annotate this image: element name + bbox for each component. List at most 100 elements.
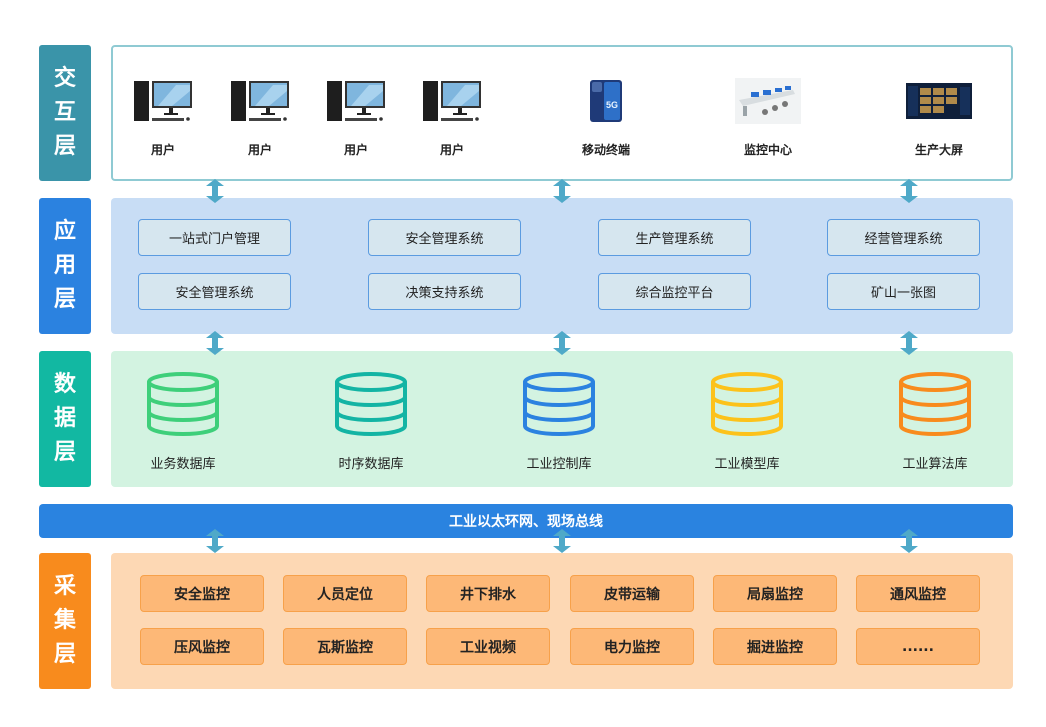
app-system-decision[interactable]: 决策支持系统	[368, 273, 521, 310]
collect-safety-monitoring[interactable]: 安全监控	[140, 575, 264, 612]
double-arrow-icon	[205, 179, 225, 203]
mobile-phone-icon: 5G	[551, 75, 661, 127]
collect-personnel-positioning[interactable]: 人员定位	[283, 575, 407, 612]
app-system-safety[interactable]: 安全管理系统	[368, 219, 521, 256]
database-icon-stroke	[335, 372, 407, 392]
database-timeseries: 时序数据库	[311, 371, 431, 472]
database-label: 工业算法库	[902, 457, 968, 472]
database-icon-stroke	[335, 382, 407, 436]
device-label: 用户	[439, 143, 464, 157]
application-layer-panel: 一站式门户管理 安全管理系统 生产管理系统 经营管理系统 安全管理系统 决策支持…	[111, 198, 1013, 334]
label-char: 用	[53, 253, 76, 278]
collect-compressed-air[interactable]: 压风监控	[140, 628, 264, 665]
label-char: 层	[53, 134, 76, 159]
desktop-computer-icon	[397, 75, 507, 127]
database-icon-stroke	[335, 411, 407, 422]
device-control-center: 监控中心	[713, 75, 823, 158]
app-system-portal[interactable]: 一站式门户管理	[138, 219, 291, 256]
label-char: 互	[53, 100, 76, 125]
database-icon-stroke	[711, 396, 783, 407]
desktop-computer-icon	[108, 75, 218, 127]
double-arrow-icon	[205, 331, 225, 355]
app-system-business[interactable]: 经营管理系统	[827, 219, 980, 256]
collect-industrial-video[interactable]: 工业视频	[426, 628, 550, 665]
database-icon-stroke	[899, 382, 971, 436]
device-user-2: 用户	[205, 75, 315, 158]
database-business: 业务数据库	[123, 371, 243, 472]
svg-text:5G: 5G	[606, 100, 618, 110]
database-icon-stroke	[147, 396, 219, 407]
device-label: 用户	[343, 143, 368, 157]
label-char: 数	[53, 372, 76, 397]
collect-local-fan[interactable]: 局扇监控	[713, 575, 837, 612]
database-icon-stroke	[899, 372, 971, 392]
app-system-mine-map[interactable]: 矿山一张图	[827, 273, 980, 310]
double-arrow-icon	[899, 331, 919, 355]
layer-label-collection: 采 集 层	[39, 553, 91, 689]
database-icon-stroke	[711, 372, 783, 392]
database-icon-stroke	[523, 372, 595, 392]
database-icon-stroke	[147, 411, 219, 422]
device-label: 用户	[150, 143, 175, 157]
database-icon-stroke	[711, 382, 783, 436]
database-icon-stroke	[523, 411, 595, 422]
database-icon	[147, 372, 219, 436]
database-icon-stroke	[523, 382, 595, 436]
device-production-screen: 生产大屏	[884, 75, 994, 158]
label-char: 层	[53, 287, 76, 312]
double-arrow-icon	[205, 529, 225, 553]
desktop-computer-icon	[301, 75, 411, 127]
layer-label-interaction: 交 互 层	[39, 45, 91, 181]
label-char: 层	[53, 642, 76, 667]
database-icon	[899, 372, 971, 436]
collect-more[interactable]: ......	[856, 628, 980, 665]
database-label: 工业控制库	[526, 457, 592, 472]
database-icon-stroke	[147, 382, 219, 436]
device-label: 用户	[247, 143, 272, 157]
database-icon-stroke	[899, 396, 971, 407]
label-char: 应	[53, 219, 76, 244]
label-char: 采	[53, 574, 76, 599]
database-label: 时序数据库	[338, 457, 404, 472]
device-mobile: 5G 移动终端	[551, 75, 661, 158]
database-icon	[711, 372, 783, 436]
collect-gas-monitoring[interactable]: 瓦斯监控	[283, 628, 407, 665]
app-system-safety-2[interactable]: 安全管理系统	[138, 273, 291, 310]
collection-layer-panel: 安全监控 人员定位 井下排水 皮带运输 局扇监控 通风监控 压风监控 瓦斯监控 …	[111, 553, 1013, 689]
label-char: 集	[53, 608, 76, 633]
device-user-3: 用户	[301, 75, 411, 158]
double-arrow-icon	[552, 529, 572, 553]
database-icon-stroke	[523, 396, 595, 407]
label-char: 层	[53, 440, 76, 465]
interaction-layer-panel: 用户 用户 用户 用户 5G 移动终端 监控中心 生产大屏	[111, 45, 1013, 181]
database-icon	[335, 372, 407, 436]
app-system-production[interactable]: 生产管理系统	[598, 219, 751, 256]
database-control: 工业控制库	[499, 371, 619, 472]
device-label: 移动终端	[581, 143, 630, 157]
database-icon-stroke	[711, 411, 783, 422]
network-bus-bar: 工业以太环网、现场总线	[39, 504, 1013, 538]
collect-ventilation[interactable]: 通风监控	[856, 575, 980, 612]
double-arrow-icon	[899, 179, 919, 203]
double-arrow-icon	[899, 529, 919, 553]
layer-label-application: 应 用 层	[39, 198, 91, 334]
collect-power-monitoring[interactable]: 电力监控	[570, 628, 694, 665]
double-arrow-icon	[552, 331, 572, 355]
database-icon-stroke	[147, 372, 219, 392]
collect-drainage[interactable]: 井下排水	[426, 575, 550, 612]
collect-belt-transport[interactable]: 皮带运输	[570, 575, 694, 612]
app-system-monitoring[interactable]: 综合监控平台	[598, 273, 751, 310]
database-icon-stroke	[335, 396, 407, 407]
database-icon-stroke	[899, 411, 971, 422]
data-layer-panel: 业务数据库 时序数据库 工业控制库 工业模型库 工业算法库	[111, 351, 1013, 487]
layer-label-data: 数 据 层	[39, 351, 91, 487]
double-arrow-icon	[552, 179, 572, 203]
label-char: 据	[53, 406, 76, 431]
device-label: 监控中心	[743, 143, 792, 157]
control-room-icon	[713, 75, 823, 127]
label-char: 交	[53, 66, 76, 91]
database-icon	[523, 372, 595, 436]
device-user-4: 用户	[397, 75, 507, 158]
collect-tunneling[interactable]: 掘进监控	[713, 628, 837, 665]
database-algorithm: 工业算法库	[875, 371, 995, 472]
